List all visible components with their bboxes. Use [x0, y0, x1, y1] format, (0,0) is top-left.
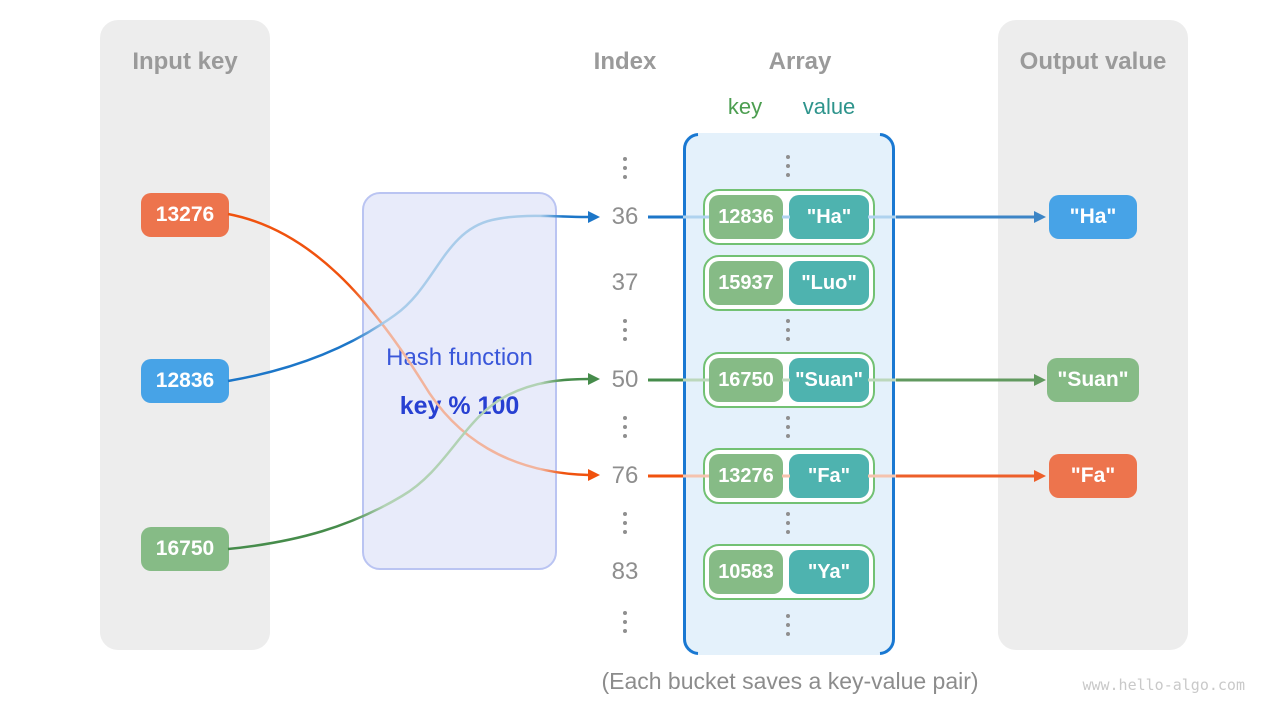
index-value-83: 83: [611, 558, 639, 585]
bucket-key: 15937: [709, 261, 783, 305]
ellipsis-dots: [623, 319, 627, 341]
bucket-value: "Fa": [789, 454, 869, 498]
input-key-badge-16750: 16750: [141, 527, 229, 571]
value-column-label: value: [802, 94, 856, 119]
bucket-value: "Ha": [789, 195, 869, 239]
bucket-key: 13276: [709, 454, 783, 498]
key-column-label: key: [727, 94, 763, 119]
bucket-key: 12836: [709, 195, 783, 239]
bucket-key: 10583: [709, 550, 783, 594]
ellipsis-dots: [623, 611, 627, 633]
bucket-row: 10583 "Ya": [703, 544, 875, 600]
ellipsis-dots: [786, 155, 790, 177]
bucket-value: "Ya": [789, 550, 869, 594]
ellipsis-dots: [623, 416, 627, 438]
ellipsis-dots: [623, 512, 627, 534]
hash-function-formula: key % 100: [399, 392, 520, 420]
index-value-76: 76: [611, 462, 639, 489]
output-value-badge-suan: "Suan": [1047, 358, 1139, 402]
watermark-url: www.hello-algo.com: [1082, 676, 1245, 694]
bucket-row: 15937 "Luo": [703, 255, 875, 311]
input-key-title: Input key: [132, 48, 238, 75]
bucket-row: 16750 "Suan": [703, 352, 875, 408]
output-value-title: Output value: [1019, 48, 1167, 75]
array-column-header: Array: [768, 48, 832, 75]
ellipsis-dots: [786, 319, 790, 341]
output-value-badge-ha: "Ha": [1049, 195, 1137, 239]
output-value-badge-fa: "Fa": [1049, 454, 1137, 498]
ellipsis-dots: [786, 416, 790, 438]
ellipsis-dots: [623, 157, 627, 179]
bucket-row: 13276 "Fa": [703, 448, 875, 504]
index-value-50: 50: [611, 366, 639, 393]
output-value-panel: Output value: [998, 20, 1188, 650]
hash-function-box: [362, 192, 557, 570]
hash-function-title: Hash function: [386, 344, 533, 371]
bucket-key: 16750: [709, 358, 783, 402]
diagram-caption: (Each bucket saves a key-value pair): [601, 668, 979, 694]
bucket-value: "Suan": [789, 358, 869, 402]
index-value-37: 37: [611, 269, 639, 296]
ellipsis-dots: [786, 512, 790, 534]
input-key-badge-12836: 12836: [141, 359, 229, 403]
bucket-value: "Luo": [789, 261, 869, 305]
ellipsis-dots: [786, 614, 790, 636]
bucket-row: 12836 "Ha": [703, 189, 875, 245]
index-column-header: Index: [593, 48, 657, 75]
index-value-36: 36: [611, 203, 639, 230]
input-key-badge-13276: 13276: [141, 193, 229, 237]
